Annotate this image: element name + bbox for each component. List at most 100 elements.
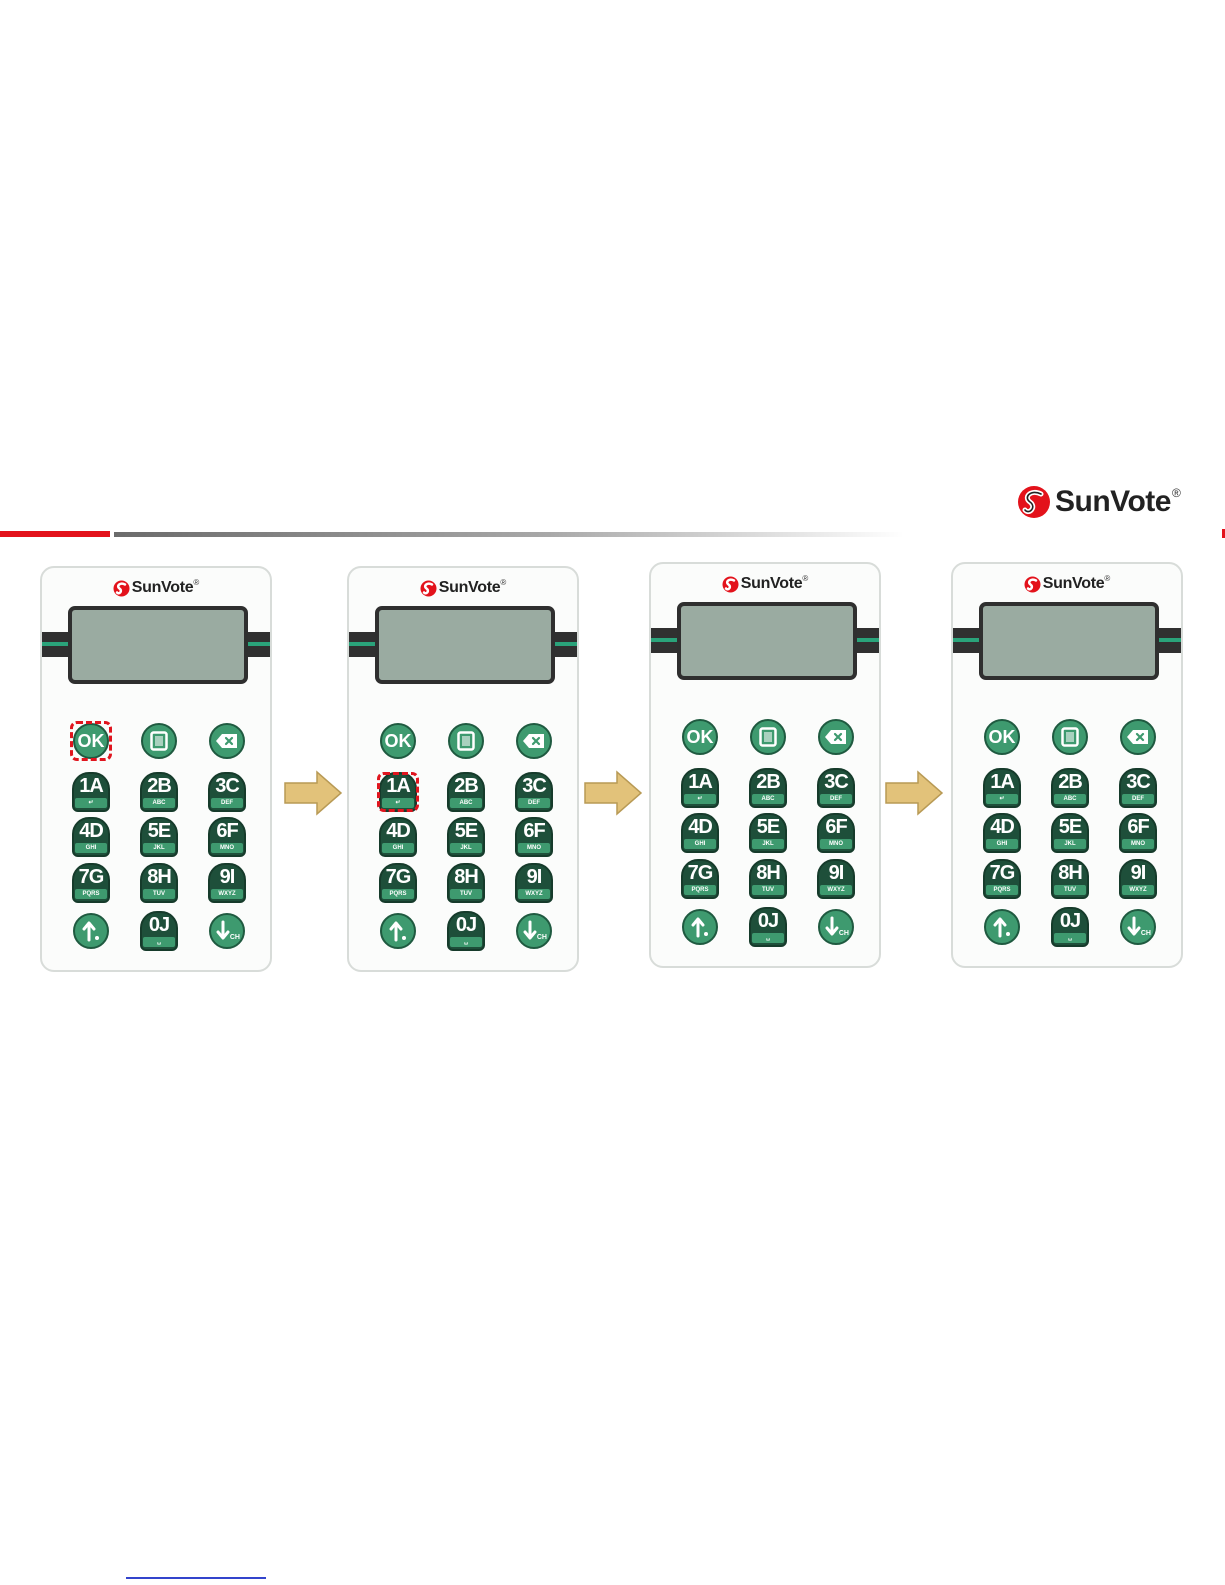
- key-0[interactable]: 0J␣: [1049, 906, 1091, 948]
- key-main-label: 1A: [79, 775, 104, 797]
- key-sub-label: PQRS: [986, 885, 1018, 895]
- key-1[interactable]: 1A↵: [377, 771, 419, 813]
- key-up[interactable]: [679, 906, 721, 948]
- key-sub-label: GHI: [75, 843, 107, 853]
- key-sub-label: DEF: [211, 798, 243, 808]
- key-menu[interactable]: [1049, 716, 1091, 758]
- key-main-label: 9I: [526, 866, 543, 888]
- key-sub-label: CH: [1140, 930, 1151, 937]
- key-menu[interactable]: [138, 720, 180, 762]
- key-cap: OK: [380, 723, 416, 759]
- key-ok[interactable]: OK: [377, 720, 419, 762]
- key-main-label: 7G: [78, 866, 105, 888]
- key-backspace[interactable]: [206, 720, 248, 762]
- key-ok[interactable]: OK: [70, 720, 112, 762]
- key-0[interactable]: 0J␣: [138, 910, 180, 952]
- key-main-label: 1A: [386, 775, 411, 797]
- key-sub-label: CH: [536, 934, 547, 941]
- arrow-down-ch-icon: [824, 916, 848, 938]
- key-sub-label: WXYZ: [1122, 885, 1154, 895]
- key-label: OK: [384, 731, 412, 751]
- arrow-down-ch-icon: [1126, 916, 1150, 938]
- key-menu[interactable]: [445, 720, 487, 762]
- sunvote-logo-icon: [722, 576, 739, 592]
- key-up[interactable]: [70, 910, 112, 952]
- key-cap: [682, 909, 718, 945]
- key-main-label: 8H: [454, 866, 479, 888]
- key-label: OK: [988, 727, 1016, 747]
- key-1[interactable]: 1A↵: [679, 767, 721, 809]
- key-backspace[interactable]: [513, 720, 555, 762]
- key-main-label: 0J: [148, 914, 170, 936]
- key-0[interactable]: 0J␣: [747, 906, 789, 948]
- device-brand-name: SunVote: [131, 579, 194, 596]
- key-0[interactable]: 0J␣: [445, 910, 487, 952]
- key-ok[interactable]: OK: [981, 716, 1023, 758]
- key-down[interactable]: CH: [1117, 906, 1159, 948]
- key-menu[interactable]: [747, 716, 789, 758]
- key-cap: CH: [209, 913, 245, 949]
- key-sub-label: GHI: [382, 843, 414, 853]
- key-1[interactable]: 1A↵: [981, 767, 1023, 809]
- key-main-label: 3C: [1126, 771, 1151, 793]
- key-up[interactable]: [981, 906, 1023, 948]
- key-sub-label: JKL: [450, 843, 482, 853]
- key-1[interactable]: 1A↵: [70, 771, 112, 813]
- device-lcd-screen: [677, 602, 857, 680]
- menu-square-icon: [1061, 727, 1079, 747]
- device-brand: SunVote®: [42, 577, 270, 599]
- device-lcd-screen: [375, 606, 555, 684]
- key-backspace[interactable]: [1117, 716, 1159, 758]
- key-main-label: 8H: [1058, 862, 1083, 884]
- key-down[interactable]: CH: [513, 910, 555, 952]
- device-lcd-screen: [68, 606, 248, 684]
- arrow-right-icon: [885, 770, 944, 816]
- key-up[interactable]: [377, 910, 419, 952]
- key-sub-label: JKL: [143, 843, 175, 853]
- key-down[interactable]: CH: [206, 910, 248, 952]
- key-down[interactable]: CH: [815, 906, 857, 948]
- key-backspace[interactable]: [815, 716, 857, 758]
- key-ok[interactable]: OK: [679, 716, 721, 758]
